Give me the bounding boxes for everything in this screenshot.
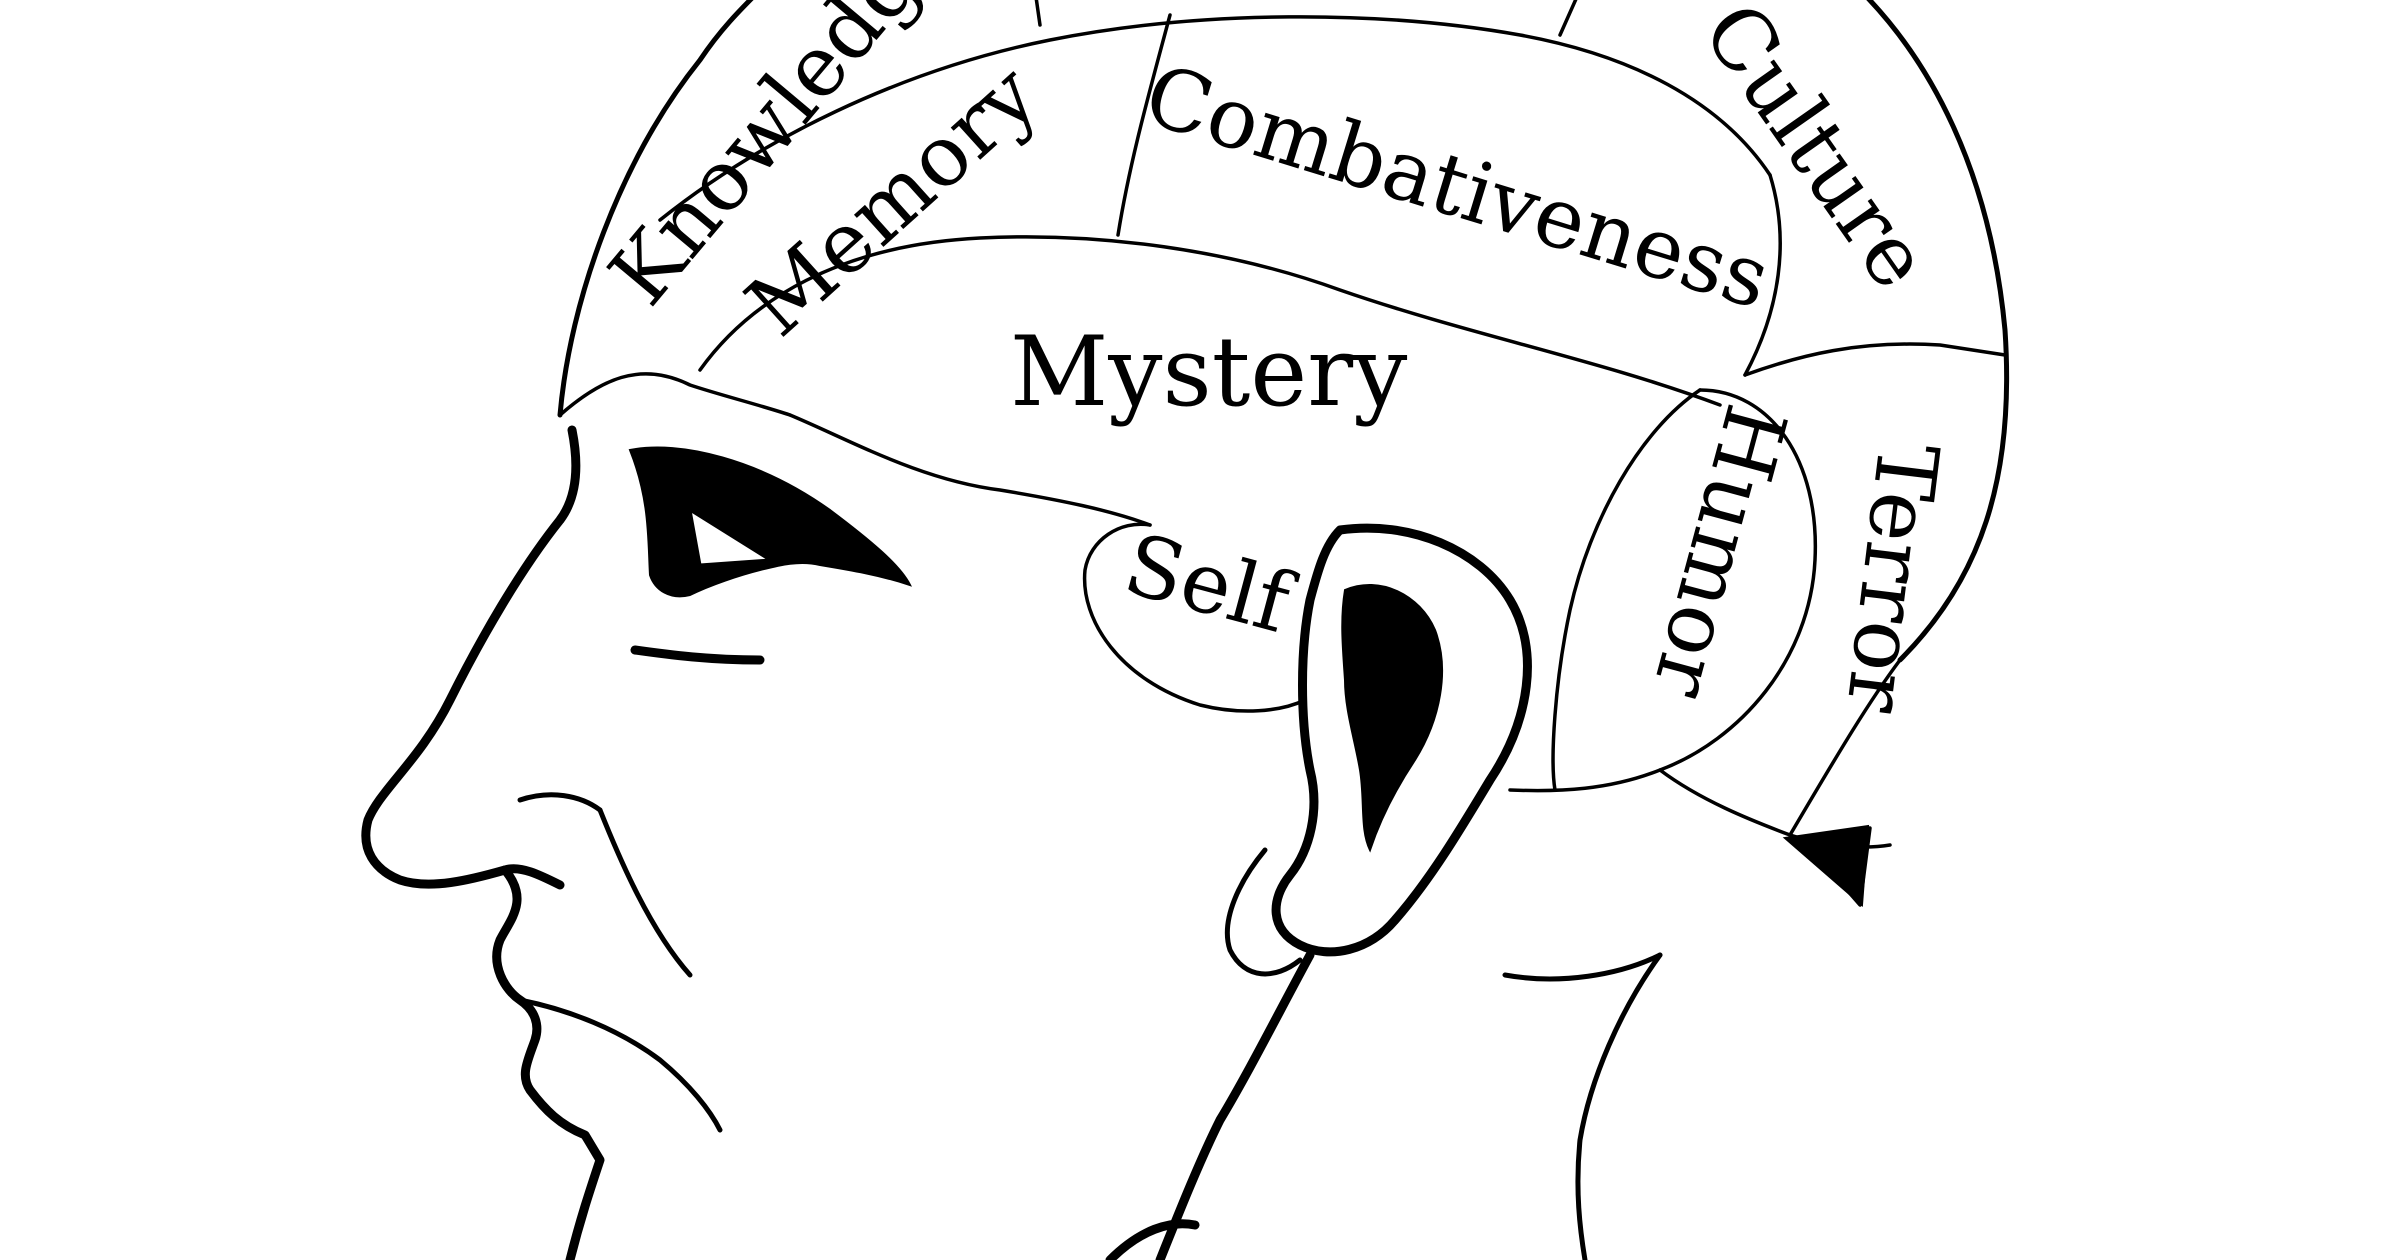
label-combativeness: Combativeness xyxy=(1134,45,1781,328)
label-self: Self xyxy=(1115,515,1306,654)
label-humor: Humor xyxy=(1633,395,1805,709)
region-dividers xyxy=(558,0,2007,907)
ink-details xyxy=(1782,824,1870,908)
eye xyxy=(628,446,912,665)
ear xyxy=(1271,523,1532,957)
label-terror: Terror xyxy=(1827,438,1957,719)
label-mystery: Mystery xyxy=(1010,316,1407,428)
face-profile xyxy=(361,425,1663,1260)
skull-outline xyxy=(557,0,2010,663)
